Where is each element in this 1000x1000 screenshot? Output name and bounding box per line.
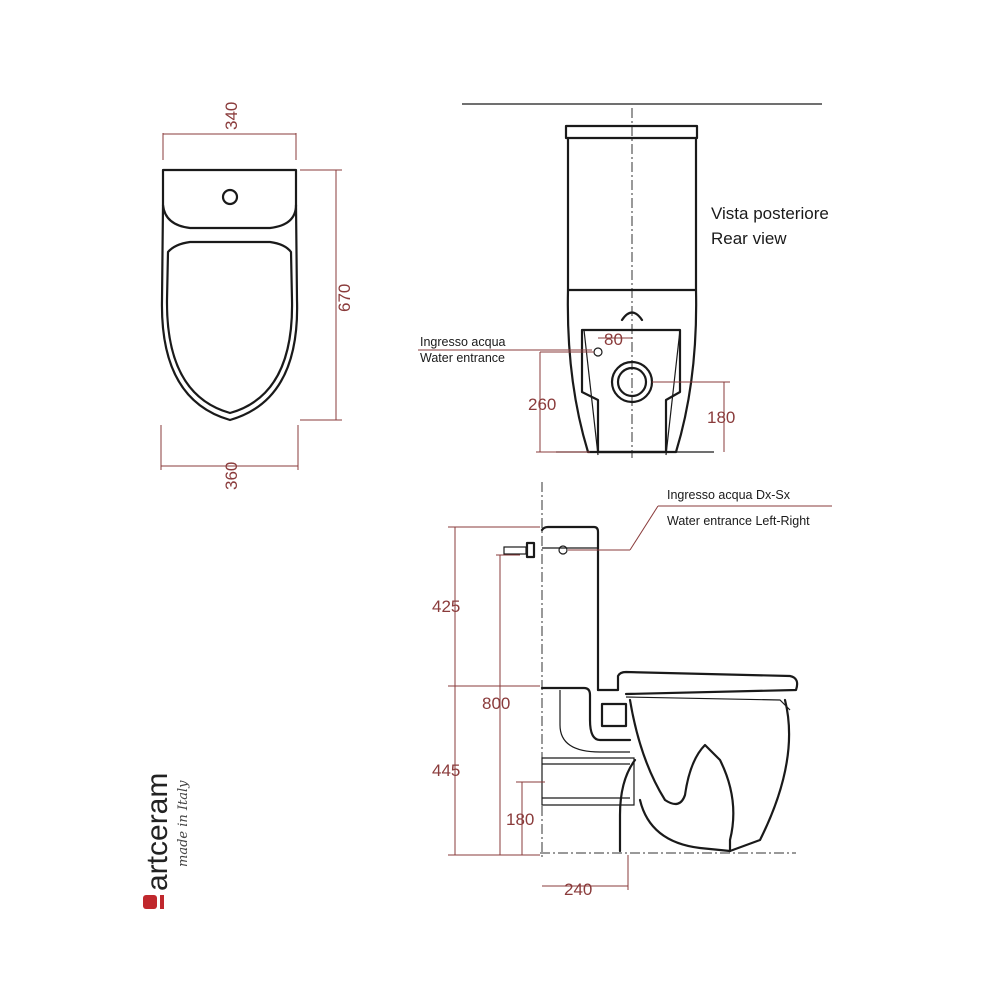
dim-depth-670: 670	[335, 284, 354, 312]
dim-side-240: 240	[564, 880, 592, 899]
dim-rear-80: 80	[604, 330, 623, 349]
dim-side-445: 445	[432, 761, 460, 780]
brand-name: artceram	[141, 773, 174, 891]
rear-view-title-it: Vista posteriore	[711, 204, 829, 223]
dim-bottom-width-360: 360	[222, 462, 241, 490]
side-view: Ingresso acqua Dx-Sx Water entrance Left…	[432, 482, 832, 899]
brand-tagline: made in Italy	[176, 780, 191, 867]
side-water-entrance-it: Ingresso acqua Dx-Sx	[667, 488, 791, 502]
side-water-entrance-en: Water entrance Left-Right	[667, 514, 810, 528]
top-view: 340 670 360	[160, 102, 354, 490]
rear-water-entrance-en: Water entrance	[420, 351, 505, 365]
logo-mark-icon	[143, 895, 157, 909]
rear-view: Vista posteriore Rear view Ingresso acqu…	[418, 103, 829, 458]
logo-bar-icon	[160, 895, 164, 909]
brand-logo: artceram made in Italy	[141, 773, 191, 909]
dim-rear-180: 180	[707, 408, 735, 427]
dim-top-width-340: 340	[222, 102, 241, 130]
dim-side-800: 800	[482, 694, 510, 713]
rear-view-title-en: Rear view	[711, 229, 787, 248]
rear-water-entrance-it: Ingresso acqua	[420, 335, 506, 349]
dim-side-180: 180	[506, 810, 534, 829]
dim-side-425: 425	[432, 597, 460, 616]
dim-rear-260: 260	[528, 395, 556, 414]
